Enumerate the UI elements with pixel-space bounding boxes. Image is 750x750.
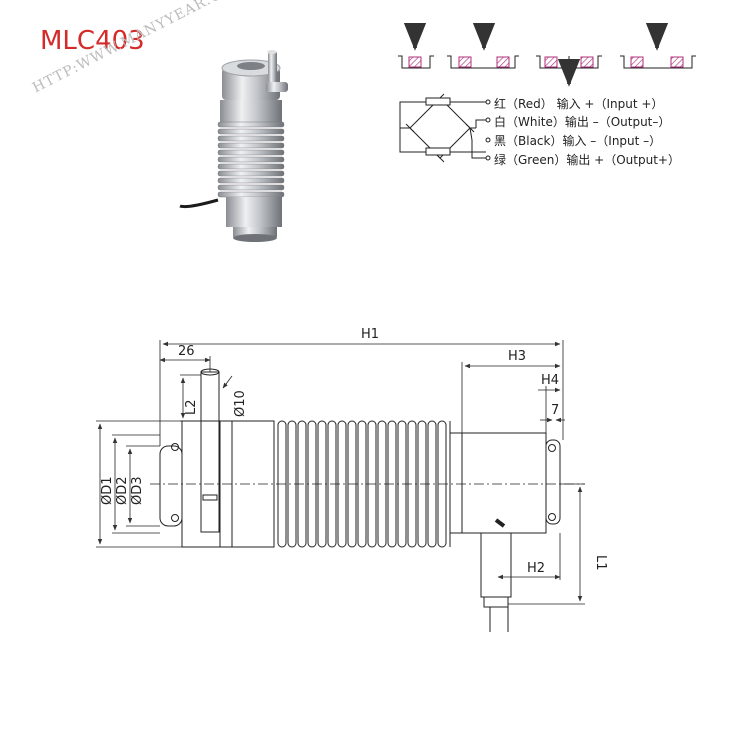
wire-white-label: 白（White）输出 –（Output–）	[494, 115, 671, 129]
dim-h3: H3	[508, 349, 526, 364]
wire-black-label: 黑（Black）输入 –（Input –）	[494, 134, 662, 148]
model-title: MLC403	[40, 26, 145, 56]
technical-drawing	[96, 340, 585, 632]
dim-d3: ØD3	[130, 476, 145, 505]
dim-d1: ØD1	[100, 476, 115, 505]
dim-d2: ØD2	[115, 476, 130, 505]
wire-green-label: 绿（Green）输出 +（Output+）	[494, 153, 680, 167]
load-cell-photo	[179, 50, 288, 242]
dim-26: 26	[178, 344, 195, 359]
wire-red-label: 红（Red） 输入 +（Input +）	[494, 97, 664, 111]
dim-l1: L1	[593, 555, 608, 571]
wheatstone-bridge	[399, 93, 491, 163]
dim-h2: H2	[527, 561, 545, 576]
dim-d10: Ø10	[233, 390, 248, 417]
dim-l2: L2	[184, 399, 199, 415]
dim-7: 7	[551, 403, 559, 418]
bellows	[217, 121, 285, 198]
mounting-load-diagram	[398, 22, 696, 87]
dim-h4: H4	[541, 373, 559, 388]
dim-h1: H1	[361, 327, 379, 342]
